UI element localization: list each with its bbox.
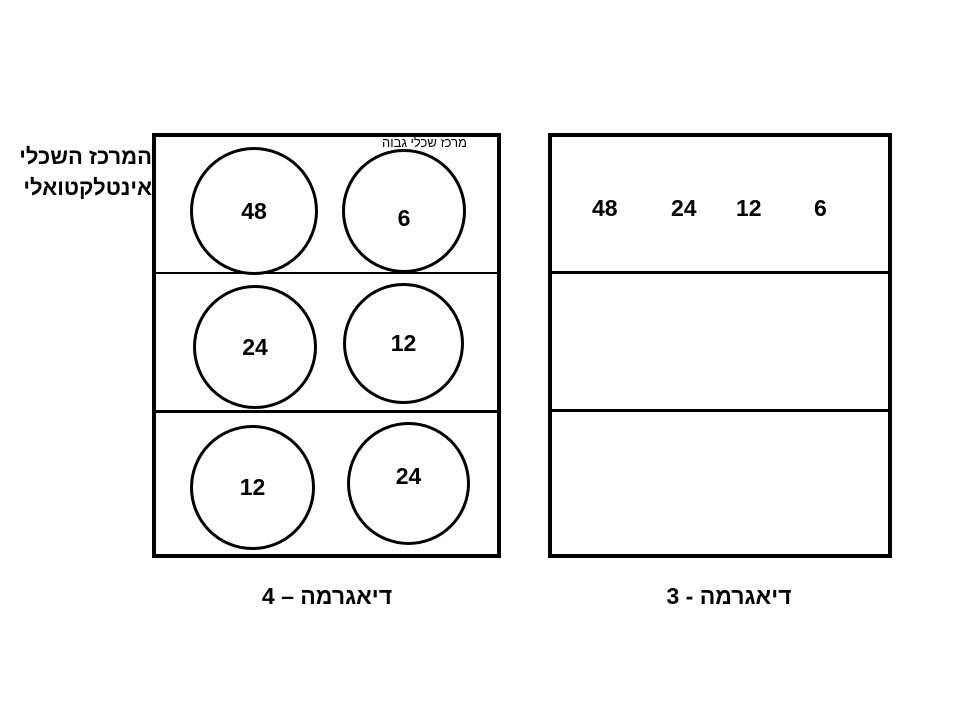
diagram-3-caption: דיאגרמה - 3	[666, 583, 792, 609]
diagram-3-number-1: 48	[592, 195, 618, 221]
diagram-4-circle-r2c1[interactable]: 24	[193, 285, 317, 409]
diagram-4-circle-r3c1[interactable]: 12	[190, 425, 315, 550]
diagram-3-panel: 48 24 12 6	[548, 133, 892, 558]
diagram-4-note: מרכז שכלי גבוה	[382, 135, 467, 150]
side-label-line-1: המרכז השכלי	[19, 144, 152, 169]
diagram-4-circle-r1c1[interactable]: 48	[190, 147, 318, 275]
diagram-3-number-row-1: 48 24 12 6	[592, 195, 857, 225]
diagram-3-number-4: 6	[814, 195, 827, 221]
diagram-4-circle-r3c2[interactable]: 24	[347, 422, 470, 545]
diagram-4-row-divider-2	[156, 410, 497, 413]
diagram-4-caption: דיאגרמה – 4	[261, 583, 393, 609]
side-label: המרכז השכלי אינטלקטואלי	[0, 141, 152, 203]
diagram-3-number-2: 24	[671, 195, 697, 221]
diagram-4-row-divider-1	[156, 272, 497, 274]
diagram-4-circle-r1c2[interactable]: 6	[342, 149, 466, 273]
diagram-4-circle-r2c2[interactable]: 12	[343, 283, 464, 404]
diagram-4-panel: מרכז שכלי גבוה 48 6 24 12 12 24	[152, 133, 501, 558]
diagram-3-row-divider-1	[552, 271, 888, 274]
diagram-3-row-divider-2	[552, 409, 888, 412]
side-label-line-2: אינטלקטואלי	[23, 175, 152, 200]
diagram-3-number-3: 12	[736, 195, 762, 221]
